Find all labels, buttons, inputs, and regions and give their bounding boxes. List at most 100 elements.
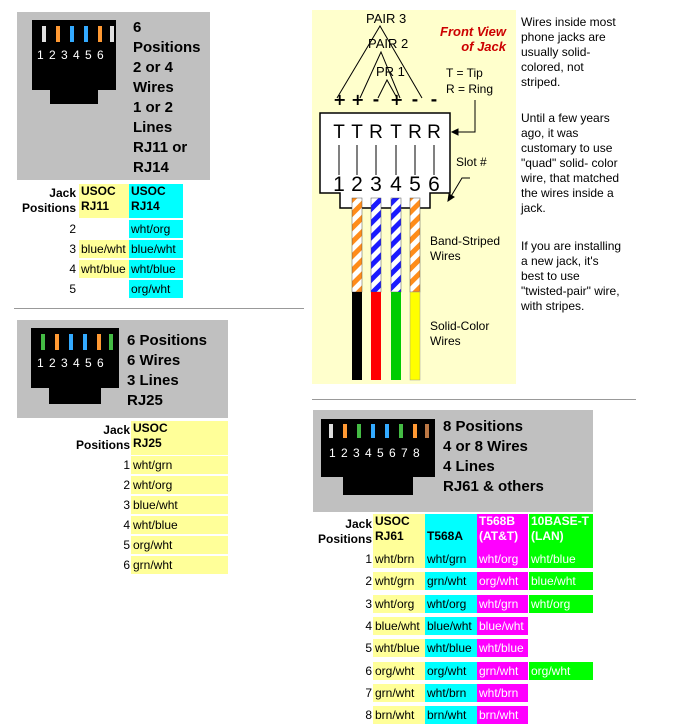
pin-number: 2 (341, 446, 349, 460)
description-line: 8 Positions (443, 418, 524, 435)
table-cell: wht/blue (477, 639, 528, 658)
table-cell: wht/org (373, 594, 425, 613)
pin-number: 7 (401, 446, 409, 460)
slot-number: 6 (428, 173, 440, 196)
pin-number: 5 (85, 356, 93, 370)
table-cell: brn/wht (373, 706, 425, 725)
row-position: 4 (69, 262, 76, 276)
row-position: 4 (123, 518, 130, 532)
row-position: 1 (123, 458, 130, 472)
table-cell: wht/org (529, 594, 593, 613)
row-position: 5 (365, 641, 372, 656)
row-position: 6 (365, 663, 372, 678)
table-cell: wht/blue (129, 260, 183, 278)
table-cell (79, 220, 129, 238)
row-position: 5 (123, 538, 130, 552)
pin-number: 3 (61, 356, 69, 370)
table-cell: wht/blue (131, 516, 228, 534)
description-line: Wires (133, 79, 174, 96)
table-cell: blue/wht (425, 616, 477, 635)
side-text-line: ago, it was (521, 126, 579, 140)
polarity-sign: - (411, 90, 419, 109)
table-cell: blue/wht (477, 616, 528, 635)
tip-legend: T = Tip (446, 66, 483, 80)
pin-number: 1 (329, 446, 337, 460)
row-position: 5 (69, 282, 76, 296)
ring-legend: R = Ring (446, 82, 494, 96)
description-line: Lines (133, 119, 173, 136)
side-text-line: Until a few years (521, 111, 610, 125)
pin-number: 4 (365, 446, 373, 460)
table-cell: grn/wht (425, 572, 477, 591)
table-cell: wht/grn (477, 594, 528, 613)
tip-ring-letter: R (427, 122, 441, 143)
jack3-header-t568b: T568B(AT&T) (477, 514, 528, 550)
jack2-connector (31, 328, 119, 404)
row-position: 7 (365, 685, 372, 700)
polarity-sign: + (351, 90, 365, 109)
row-position: 3 (69, 242, 76, 256)
table-cell: brn/wht (477, 706, 528, 725)
table-cell: wht/brn (425, 683, 477, 702)
jack1-connector (32, 20, 116, 104)
divider-1 (14, 308, 304, 309)
table-cell: grn/wht (131, 556, 228, 574)
side-text-line: a new jack, it's (521, 254, 599, 268)
pair2-label: PAIR 2 (368, 36, 409, 51)
table-cell: wht/grn (425, 550, 477, 568)
divider-2 (312, 399, 636, 400)
description-line: 4 Lines (443, 458, 495, 475)
table-cell: org/wht (477, 572, 528, 591)
slot-number: 1 (333, 173, 345, 196)
table-cell (529, 684, 593, 702)
table-cell: wht/org (131, 476, 228, 494)
tip-ring-letter: T (333, 122, 345, 143)
slot-label: Slot # (456, 155, 487, 169)
polarity-sign: - (372, 90, 380, 109)
table-cell: wht/blue (79, 260, 129, 278)
table-cell: wht/blue (373, 639, 425, 658)
table-cell: wht/blue (529, 550, 593, 568)
side-text-line: Wires inside most (521, 15, 616, 29)
table-cell: wht/grn (373, 572, 425, 591)
polarity-sign: + (390, 90, 404, 109)
pin-number: 3 (61, 48, 69, 62)
side-text-line: wire, that matched (521, 171, 620, 185)
description-line: Positions (133, 39, 201, 56)
table-cell: blue/wht (373, 616, 425, 635)
pin-number: 2 (49, 356, 57, 370)
side-text-line: with stripes. (521, 299, 585, 313)
table-cell: brn/wht (425, 706, 477, 725)
table-cell: blue/wht (131, 496, 228, 514)
table-cell (79, 280, 129, 298)
description-line: RJ25 (127, 392, 163, 409)
pin-number: 2 (49, 48, 57, 62)
table-cell: blue/wht (129, 240, 183, 258)
pr1-label: PR 1 (376, 64, 405, 79)
pin-number: 6 (97, 356, 105, 370)
jack3-header-t568a: T568A (425, 514, 477, 550)
table-cell: wht/org (129, 220, 183, 238)
slot-number: 4 (390, 173, 402, 196)
description-line: 4 or 8 Wires (443, 438, 528, 455)
table-cell: wht/org (477, 550, 528, 568)
table-cell: grn/wht (477, 661, 528, 680)
slot-number: 5 (409, 173, 421, 196)
polarity-sign: - (430, 90, 438, 109)
table-cell: org/wht (129, 280, 183, 298)
description-line: RJ61 & others (443, 478, 544, 495)
jack3-connector (321, 419, 435, 495)
description-line: 2 or 4 (133, 59, 174, 76)
